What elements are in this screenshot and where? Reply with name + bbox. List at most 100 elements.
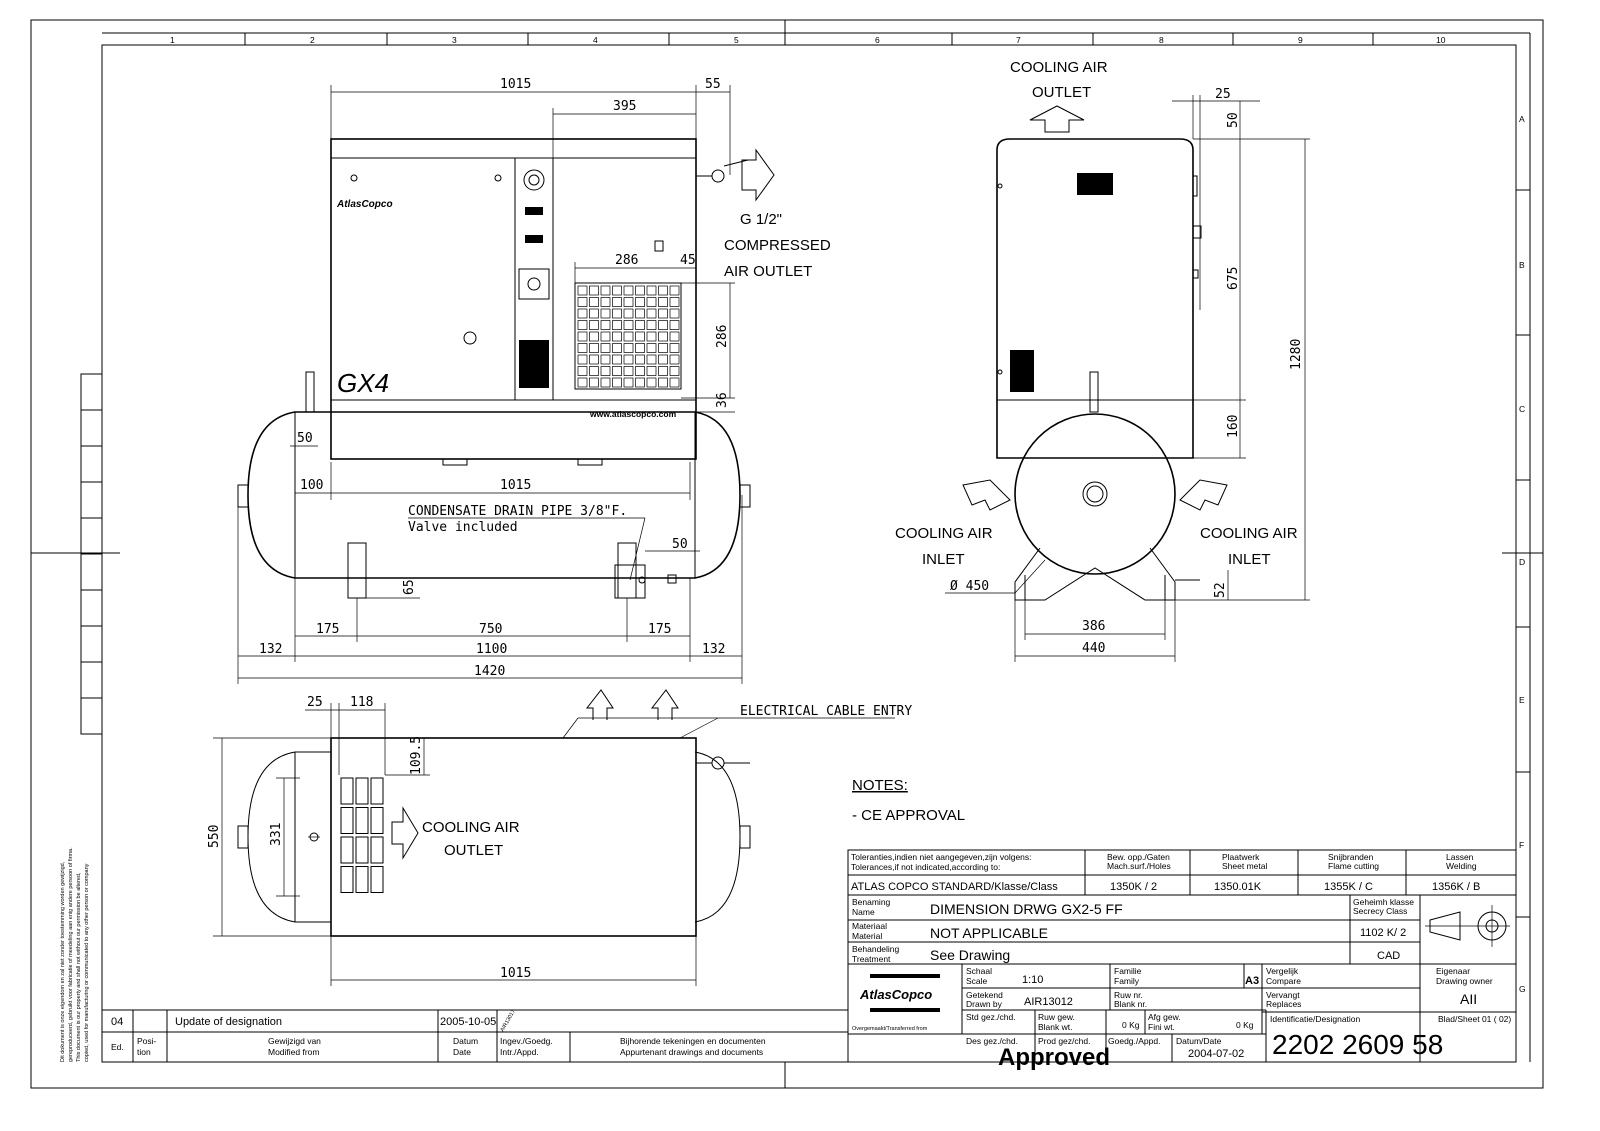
grille-cell: [646, 320, 657, 330]
top-grille-cell: [370, 836, 384, 864]
outer-frame: [30, 19, 1544, 1089]
column-ruler: 1 2 3 4 5 6 7 8 9 10: [170, 33, 1446, 45]
drawing-sheet: 1 2 3 4 5 6 7 8 9 10 A B C D E F G: [30, 19, 1544, 1089]
grille-cell: [635, 343, 645, 353]
dim-drain-offset: 50: [672, 537, 688, 552]
scale-lbl-1: Schaal: [966, 966, 992, 976]
dim-diameter: Ø 450: [950, 579, 989, 594]
dim-foot-left: 175: [316, 622, 339, 637]
top-grille-cell: [355, 777, 369, 805]
cable-arrow-1-icon: [585, 689, 614, 720]
dim-end-left: 132: [259, 642, 282, 657]
left-strip: [80, 373, 103, 735]
compare-lbl-2: Compare: [1266, 976, 1301, 986]
dim-total: 1420: [474, 664, 505, 679]
grille-cell: [623, 377, 634, 388]
col-head-3b: Flame cutting: [1328, 861, 1379, 871]
grille-cell: [612, 377, 622, 388]
col-val-2: 1350.01K: [1214, 881, 1262, 893]
grille-cell: [646, 331, 657, 342]
grille-cell: [623, 366, 634, 376]
grille-cell: [646, 354, 657, 365]
svg-text:copied, used for manufacturing: copied, used for manufacturing or commun…: [84, 863, 90, 1062]
top-grille-cell: [355, 866, 369, 893]
treatment-value: See Drawing: [930, 947, 1010, 963]
fin-value: 0 Kg: [1236, 1020, 1254, 1030]
grille-cell: [612, 343, 622, 353]
air-tank: [247, 411, 741, 579]
grille-cell: [658, 285, 668, 296]
grille-cell: [623, 297, 634, 307]
tank-foot-left: [347, 542, 367, 599]
grille-cell: [600, 377, 611, 388]
col-val-4: 1356K / B: [1432, 881, 1480, 893]
grille-cell: [646, 308, 657, 319]
des-lbl: Des gez./chd.: [966, 1036, 1018, 1046]
grille-cell: [589, 377, 599, 388]
scale-lbl-2: Scale: [966, 976, 988, 986]
dim-feet-inner: 386: [1082, 619, 1105, 634]
col-head-1a: Bew. opp./Gaten: [1107, 852, 1170, 862]
grille-cell: [589, 308, 599, 319]
blank-lbl-2: Blank nr.: [1114, 999, 1147, 1009]
grille-cell: [600, 366, 611, 376]
grille-cell: [635, 366, 645, 376]
scale-value: 1:10: [1022, 974, 1043, 986]
pressure-gauge-icon: [523, 169, 545, 191]
col-label-10: 10: [1436, 35, 1446, 45]
grille-cell: [635, 377, 645, 388]
grille-cell: [589, 366, 599, 376]
grille-cell: [577, 377, 588, 388]
dim-top-width: 1015: [500, 966, 531, 981]
grille-cell: [612, 366, 622, 376]
side-outlet-2: OUTLET: [1032, 84, 1091, 101]
secrecy-lbl-1: Geheimh klasse: [1353, 897, 1414, 907]
grille-cell: [669, 308, 680, 319]
col-head-4a: Lassen: [1446, 852, 1474, 862]
replaces-lbl-1: Vervangt: [1266, 990, 1300, 1000]
grille-cell: [589, 354, 599, 365]
grille-cell: [589, 297, 599, 307]
name-lbl-1: Benaming: [852, 897, 891, 907]
ventilation-grille: [574, 282, 682, 390]
dim-grille-gap: 45: [680, 253, 696, 268]
replaces-lbl-2: Replaces: [1266, 999, 1301, 1009]
dim-tank-body: 1100: [476, 642, 507, 657]
grille-cell: [635, 308, 645, 319]
grille-cell: [589, 343, 599, 353]
top-grille-cell: [370, 807, 384, 834]
row-label-a: A: [1519, 114, 1525, 124]
inlet-right-2: INLET: [1228, 551, 1271, 568]
rev-initials: AIR13017: [500, 1009, 517, 1033]
grille-cell: [612, 308, 622, 319]
dim-front-width: 1015: [500, 77, 531, 92]
grille-cell: [600, 308, 611, 319]
atlascopco-logo: AtlasCopco: [859, 974, 940, 1012]
hdr-datum2: Date: [453, 1047, 471, 1057]
ident-value: 2202 2609 58: [1272, 1029, 1443, 1060]
outlet-valve-icon: [711, 169, 725, 183]
grille-cell: [612, 285, 622, 296]
brand-logo: AtlasCopco: [336, 199, 393, 210]
grille-cell: [600, 285, 611, 296]
dim-foot-height: 65: [402, 579, 417, 595]
grille-cell: [623, 354, 634, 365]
grille-cell: [669, 343, 680, 353]
grille-cell: [658, 343, 668, 353]
side-outlet-1: COOLING AIR: [1010, 59, 1108, 76]
row-label-c: C: [1519, 404, 1525, 414]
cabinet-body: [330, 138, 697, 460]
secrecy-lbl-2: Secrecy Class: [1353, 906, 1407, 916]
goedg-lbl: Goedg./Appd.: [1108, 1036, 1160, 1046]
revision-table: 04 Update of designation 2005-10-05 AIR1…: [101, 1009, 849, 1063]
dim-grille-top-w: 118: [350, 695, 373, 710]
col-head-1b: Mach.surf./Holes: [1107, 861, 1171, 871]
grille-cell: [577, 343, 588, 353]
dim-grille-bottom: 36: [715, 392, 730, 408]
grille-cell: [658, 320, 668, 330]
top-grille: [340, 777, 384, 893]
inlet-right-1: COOLING AIR: [1200, 525, 1298, 542]
dim-feet-outer: 440: [1082, 641, 1105, 656]
grille-cell: [669, 285, 680, 296]
title-block: Toleranties,indien niet aangegeven,zijn …: [847, 849, 1517, 1071]
